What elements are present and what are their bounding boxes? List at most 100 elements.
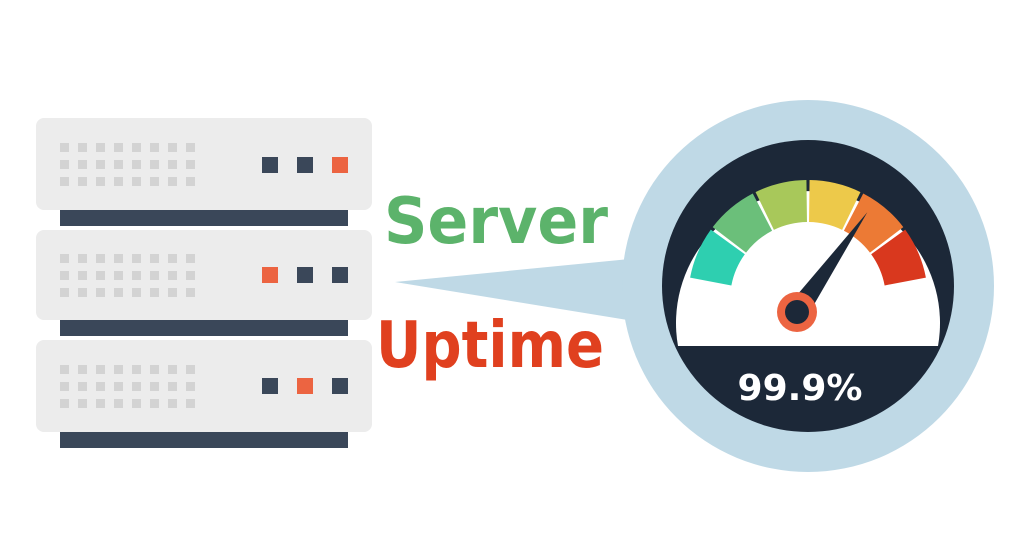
vent-dot <box>96 143 105 152</box>
vent-dot <box>114 143 123 152</box>
gauge-scale-segment <box>871 229 926 286</box>
vent-dot <box>114 399 123 408</box>
vent-dot <box>96 271 105 280</box>
vent-dot <box>186 288 195 297</box>
vent-grid <box>60 143 195 186</box>
server-panel <box>36 340 372 432</box>
vent-dot <box>96 177 105 186</box>
indicator-light <box>262 157 278 173</box>
server-foot <box>60 320 348 336</box>
uptime-gauge: 99.9% <box>662 140 954 432</box>
vent-dot <box>96 365 105 374</box>
vent-dot <box>114 254 123 263</box>
vent-dot <box>96 160 105 169</box>
vent-dot <box>132 177 141 186</box>
server-panel <box>36 118 372 210</box>
vent-dot <box>132 365 141 374</box>
gauge-scale-segment <box>690 229 745 286</box>
vent-dot <box>78 399 87 408</box>
server-foot <box>60 432 348 448</box>
gauge-scale <box>690 180 926 286</box>
vent-grid <box>60 254 195 297</box>
vent-dot <box>60 365 69 374</box>
gauge-scale-segment <box>755 180 807 230</box>
indicator-light <box>332 378 348 394</box>
vent-dot <box>78 288 87 297</box>
indicator-light <box>297 157 313 173</box>
server-unit-3 <box>36 340 372 448</box>
vent-dot <box>78 254 87 263</box>
gauge-needle <box>788 212 868 319</box>
vent-dot <box>150 288 159 297</box>
vent-dot <box>96 288 105 297</box>
gauge-needle-pointer <box>788 212 868 319</box>
server-rack <box>36 118 372 448</box>
indicator-light <box>262 378 278 394</box>
vent-dot <box>186 177 195 186</box>
vent-dot <box>168 143 177 152</box>
vent-dot <box>78 143 87 152</box>
indicator-light <box>297 267 313 283</box>
vent-dot <box>186 160 195 169</box>
vent-dot <box>78 160 87 169</box>
vent-dot <box>186 382 195 391</box>
vent-dot <box>114 288 123 297</box>
vent-dot <box>60 399 69 408</box>
server-panel <box>36 230 372 320</box>
vent-dot <box>78 382 87 391</box>
vent-dot <box>60 143 69 152</box>
vent-dot <box>132 254 141 263</box>
vent-dot <box>132 288 141 297</box>
server-unit-1 <box>36 118 372 226</box>
vent-dot <box>168 254 177 263</box>
vent-dot <box>60 177 69 186</box>
vent-dot <box>150 160 159 169</box>
vent-dot <box>60 382 69 391</box>
vent-dot <box>132 160 141 169</box>
vent-dot <box>186 399 195 408</box>
headline-uptime: Uptime <box>376 309 604 383</box>
vent-dot <box>168 382 177 391</box>
vent-dot <box>168 271 177 280</box>
vent-dot <box>114 382 123 391</box>
gauge-scale-segment <box>843 193 904 253</box>
vent-dot <box>168 177 177 186</box>
vent-dot <box>78 177 87 186</box>
vent-dot <box>150 271 159 280</box>
gauge-pivot <box>785 300 809 324</box>
vent-dot <box>114 365 123 374</box>
vent-dot <box>150 399 159 408</box>
gauge-scale-segment <box>809 180 861 230</box>
gauge-readout: 99.9% <box>738 368 863 409</box>
vent-dot <box>132 399 141 408</box>
indicator-light <box>297 378 313 394</box>
vent-dot <box>78 271 87 280</box>
vent-dot <box>132 143 141 152</box>
vent-dot <box>150 254 159 263</box>
indicator-light <box>262 267 278 283</box>
vent-dot <box>60 254 69 263</box>
indicator-light <box>332 267 348 283</box>
vent-dot <box>150 177 159 186</box>
vent-dot <box>186 271 195 280</box>
vent-dot <box>168 288 177 297</box>
vent-grid <box>60 365 195 408</box>
server-foot <box>60 210 348 226</box>
gauge-scale-segment <box>712 193 773 253</box>
vent-dot <box>132 382 141 391</box>
vent-dot <box>96 254 105 263</box>
vent-dot <box>114 271 123 280</box>
vent-dot <box>60 271 69 280</box>
vent-dot <box>168 365 177 374</box>
headline-server: Server <box>384 185 608 259</box>
vent-dot <box>186 143 195 152</box>
vent-dot <box>60 160 69 169</box>
vent-dot <box>132 271 141 280</box>
speech-bubble-tail <box>395 258 640 322</box>
vent-dot <box>186 365 195 374</box>
vent-dot <box>96 399 105 408</box>
vent-dot <box>96 382 105 391</box>
vent-dot <box>78 365 87 374</box>
vent-dot <box>150 365 159 374</box>
